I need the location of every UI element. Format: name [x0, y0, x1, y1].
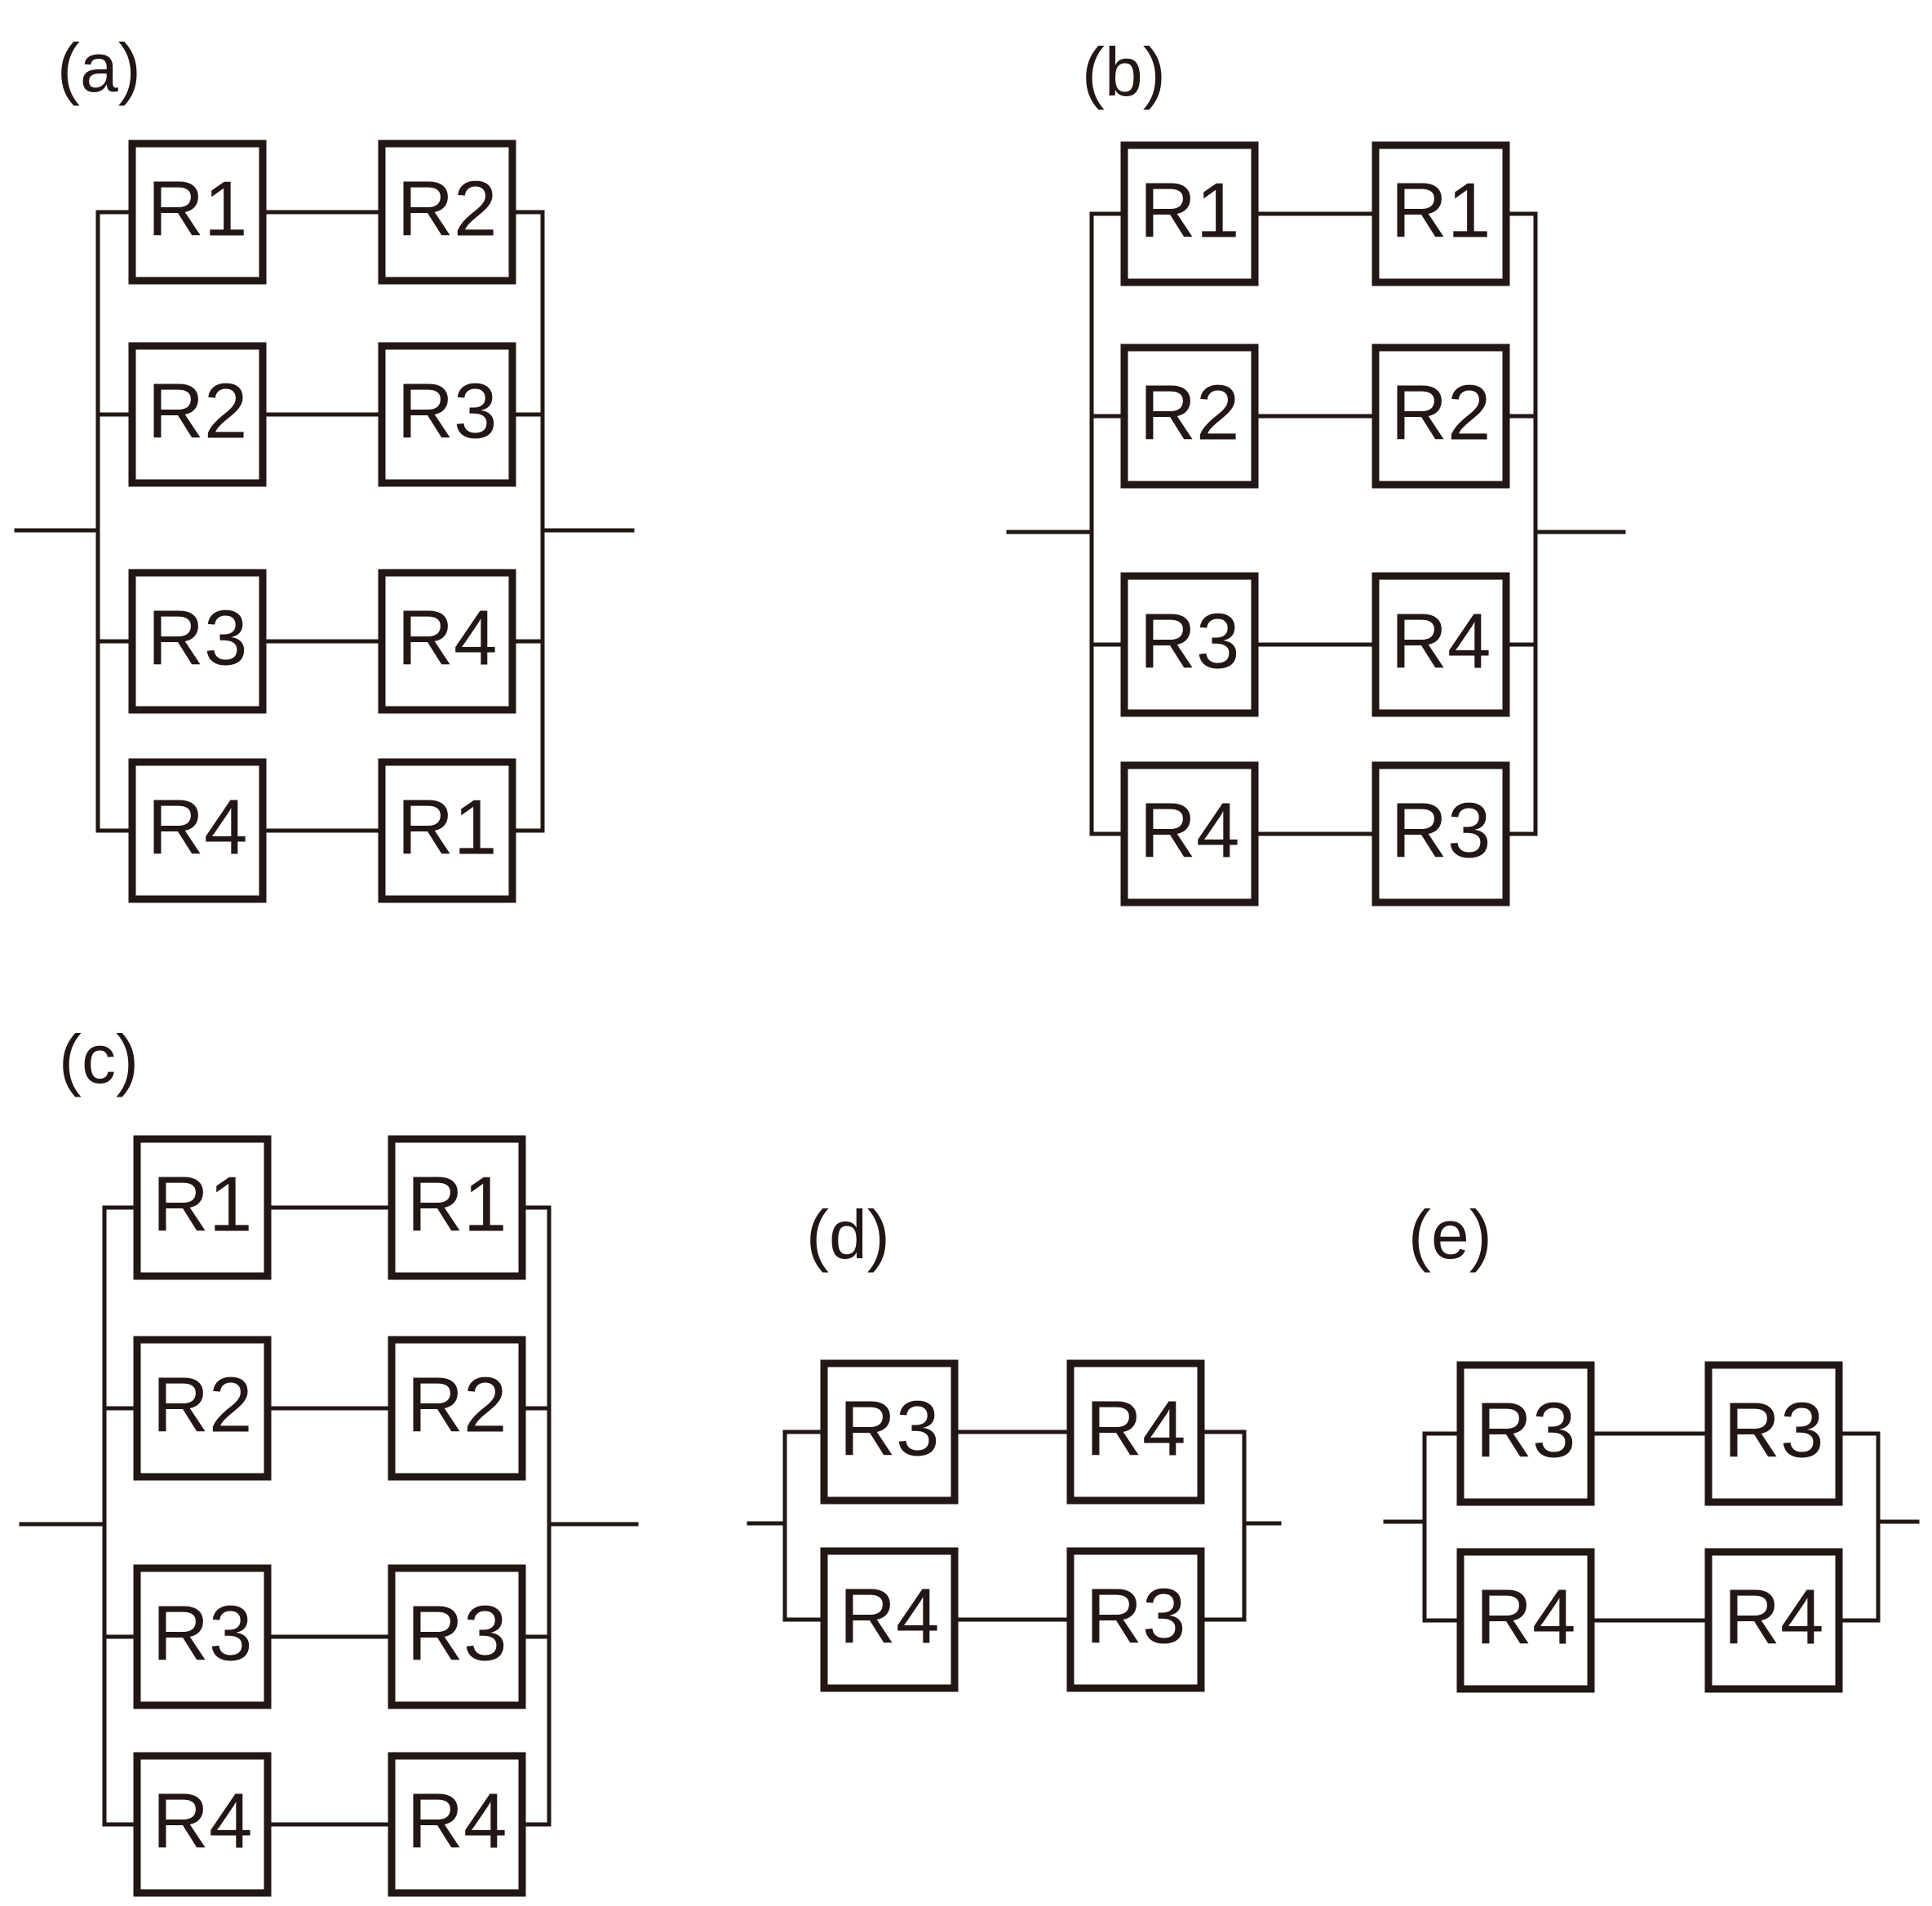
- resistor-label: R2: [407, 1361, 507, 1448]
- resistor-label: R3: [1724, 1386, 1824, 1474]
- resistor-box: [1371, 344, 1510, 489]
- resistor-label: R3: [840, 1385, 940, 1472]
- resistor-box: [1066, 1359, 1205, 1505]
- resistor-label: R4: [407, 1777, 507, 1864]
- resistor-box: [1704, 1548, 1843, 1693]
- resistor-label: R2: [397, 165, 498, 252]
- resistor-box: [1456, 1361, 1595, 1506]
- resistor-box: [820, 1359, 959, 1505]
- resistor-label: R4: [1086, 1385, 1186, 1472]
- resistor-box: [1371, 572, 1510, 717]
- resistor-box: [128, 140, 267, 285]
- resistor-label: R3: [153, 1589, 253, 1677]
- resistor-label: R4: [840, 1572, 940, 1660]
- resistor-label: R3: [407, 1589, 507, 1677]
- resistor-box: [133, 1752, 272, 1897]
- resistor-box: [1456, 1548, 1595, 1693]
- resistor-label: R3: [1086, 1572, 1186, 1660]
- resistor-box: [388, 1336, 526, 1481]
- resistor-box: [1120, 344, 1259, 489]
- resistor-label: R3: [148, 594, 248, 681]
- resistor-label: R1: [407, 1160, 507, 1248]
- resistor-label: R4: [148, 783, 248, 871]
- resistor-label: R3: [1476, 1386, 1576, 1474]
- resistor-label: R4: [1391, 597, 1491, 685]
- resistor-label: R3: [1391, 787, 1491, 874]
- resistor-label: R3: [397, 367, 498, 454]
- resistor-label: R1: [148, 165, 248, 252]
- resistor-box: [388, 1752, 526, 1897]
- resistor-label: R4: [1724, 1573, 1824, 1660]
- resistor-box: [378, 140, 516, 285]
- resistor-box: [1120, 572, 1259, 717]
- resistor-box: [388, 1135, 526, 1280]
- resistor-label: R2: [1140, 369, 1240, 456]
- panel-label-c: (c): [59, 1021, 139, 1097]
- resistor-box: [378, 758, 516, 903]
- panel-label-a: (a): [57, 29, 141, 106]
- resistor-label: R1: [153, 1160, 253, 1248]
- resistor-box: [128, 342, 267, 487]
- resistor-box: [128, 758, 267, 903]
- resistor-label: R2: [1391, 369, 1491, 456]
- resistor-box: [1371, 141, 1510, 286]
- resistor-label: R4: [397, 594, 498, 681]
- resistor-box: [1066, 1547, 1205, 1692]
- resistor-box: [378, 569, 516, 714]
- resistor-box: [128, 569, 267, 714]
- resistor-box: [388, 1564, 526, 1709]
- resistor-box: [133, 1135, 272, 1280]
- panel-label-b: (b): [1082, 33, 1166, 110]
- resistor-label: R3: [1140, 597, 1240, 685]
- resistor-box: [1120, 761, 1259, 906]
- panel-label-d: (d): [806, 1196, 890, 1273]
- resistor-label: R1: [1391, 166, 1491, 254]
- resistor-label: R2: [148, 367, 248, 454]
- resistor-box: [820, 1547, 959, 1692]
- resistor-box: [1120, 141, 1259, 286]
- resistor-label: R4: [1476, 1573, 1576, 1660]
- resistor-box: [133, 1564, 272, 1709]
- resistor-box: [1704, 1361, 1843, 1506]
- resistor-label: R4: [153, 1777, 253, 1864]
- resistor-box: [133, 1336, 272, 1481]
- resistor-box: [378, 342, 516, 487]
- resistor-label: R4: [1140, 787, 1240, 874]
- resistor-label: R1: [1140, 166, 1240, 254]
- resistor-label: R1: [397, 783, 498, 871]
- panel-label-e: (e): [1408, 1196, 1492, 1273]
- resistor-box: [1371, 761, 1510, 906]
- resistor-label: R2: [153, 1361, 253, 1448]
